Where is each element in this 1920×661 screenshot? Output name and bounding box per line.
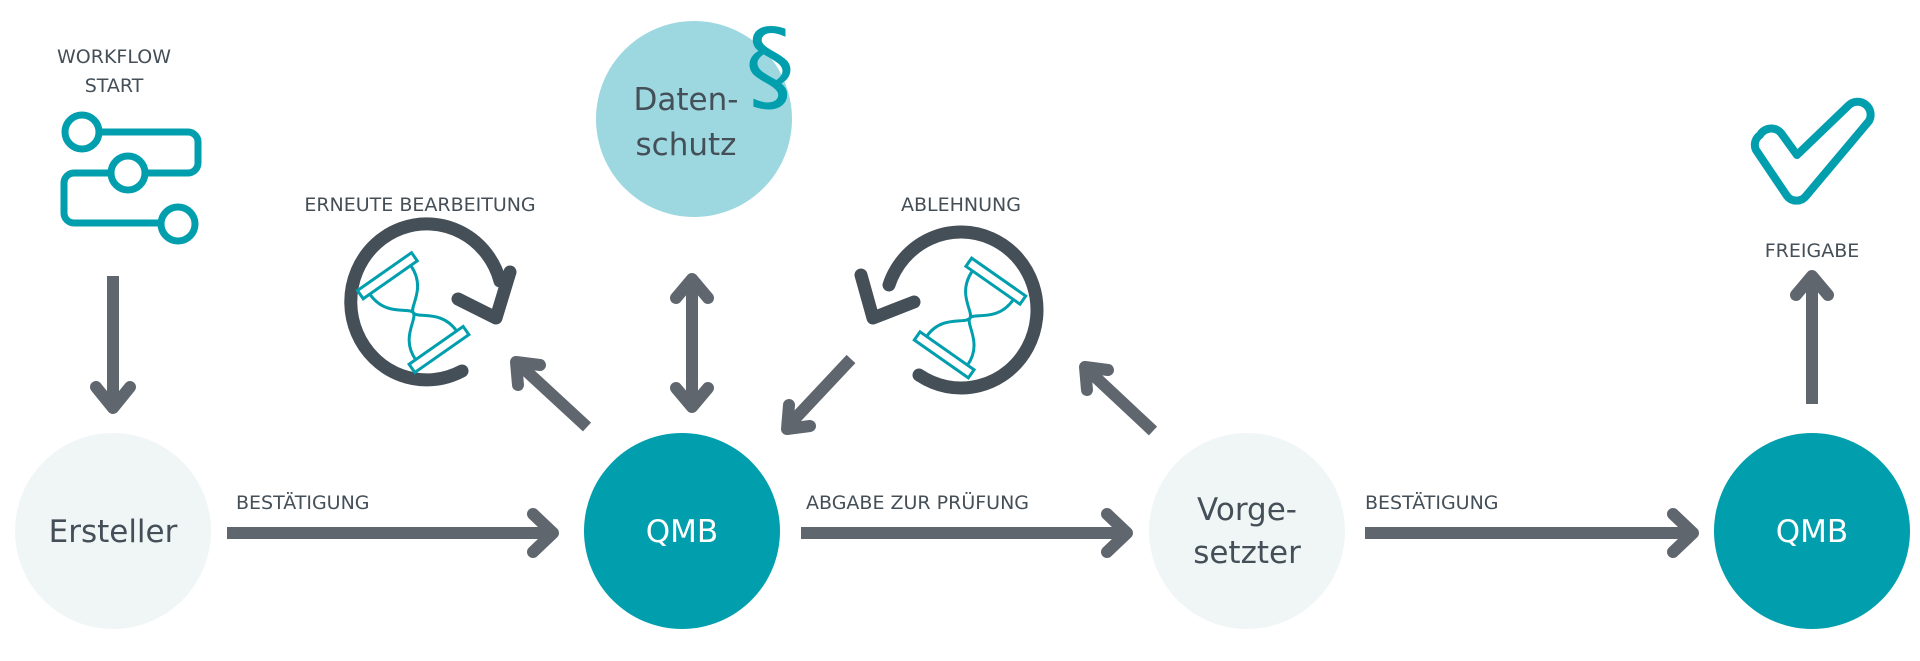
arrow-ablehnung-to-qmb <box>781 354 856 435</box>
node-vorgesetzter-label-line2: setzter <box>1193 535 1301 571</box>
edge-label-erneute-bearbeitung: ERNEUTE BEARBEITUNG <box>304 194 535 216</box>
hourglass-icon <box>355 250 471 375</box>
arrow-qmb-datenschutz-bidirectional <box>670 273 714 413</box>
hourglass-icon-2 <box>912 256 1028 380</box>
arrow-vorgesetzter-to-qmb-2 <box>1365 508 1699 558</box>
arrow-start-to-ersteller <box>90 276 136 414</box>
workflow-icon <box>60 111 202 245</box>
checkmark-icon <box>1750 97 1875 205</box>
node-vorgesetzter: Vorge- setzter <box>1149 433 1345 629</box>
arrow-qmb-2-to-freigabe <box>1790 270 1834 404</box>
node-datenschutz-label-line2: schutz <box>636 127 737 163</box>
edge-label-bestaetigung-2: BESTÄTIGUNG <box>1365 491 1499 514</box>
arrow-qmb-to-erneute-bearbeitung <box>510 356 592 432</box>
node-qmb-2: QMB <box>1714 433 1910 629</box>
node-ersteller: Ersteller <box>15 433 211 629</box>
node-qmb-1: QMB <box>584 433 780 629</box>
cycle-icon-erneute-bearbeitung <box>344 217 517 387</box>
node-ersteller-label: Ersteller <box>49 514 178 550</box>
node-qmb-2-label: QMB <box>1776 514 1848 550</box>
edge-label-bestaetigung-1: BESTÄTIGUNG <box>236 491 370 514</box>
edge-label-abgabe-zur-pruefung: ABGABE ZUR PRÜFUNG <box>806 491 1029 514</box>
edge-label-freigabe: FREIGABE <box>1765 240 1860 262</box>
node-qmb-1-label: QMB <box>646 514 718 550</box>
arrow-vorgesetzter-to-ablehnung <box>1079 361 1158 436</box>
node-datenschutz-label-line1: Daten- <box>634 82 739 118</box>
cycle-icon-ablehnung <box>854 225 1044 395</box>
paragraph-icon: § <box>745 7 795 124</box>
node-vorgesetzter-label-line1: Vorge- <box>1197 492 1297 528</box>
arrow-qmb-to-vorgesetzter <box>801 508 1133 558</box>
edge-label-ablehnung: ABLEHNUNG <box>901 194 1021 216</box>
node-datenschutz: Daten- schutz § <box>596 7 795 217</box>
workflow-start-label-line1: WORKFLOW <box>57 46 171 68</box>
workflow-start-label-line2: START <box>85 75 144 97</box>
arrow-ersteller-to-qmb <box>227 508 559 558</box>
